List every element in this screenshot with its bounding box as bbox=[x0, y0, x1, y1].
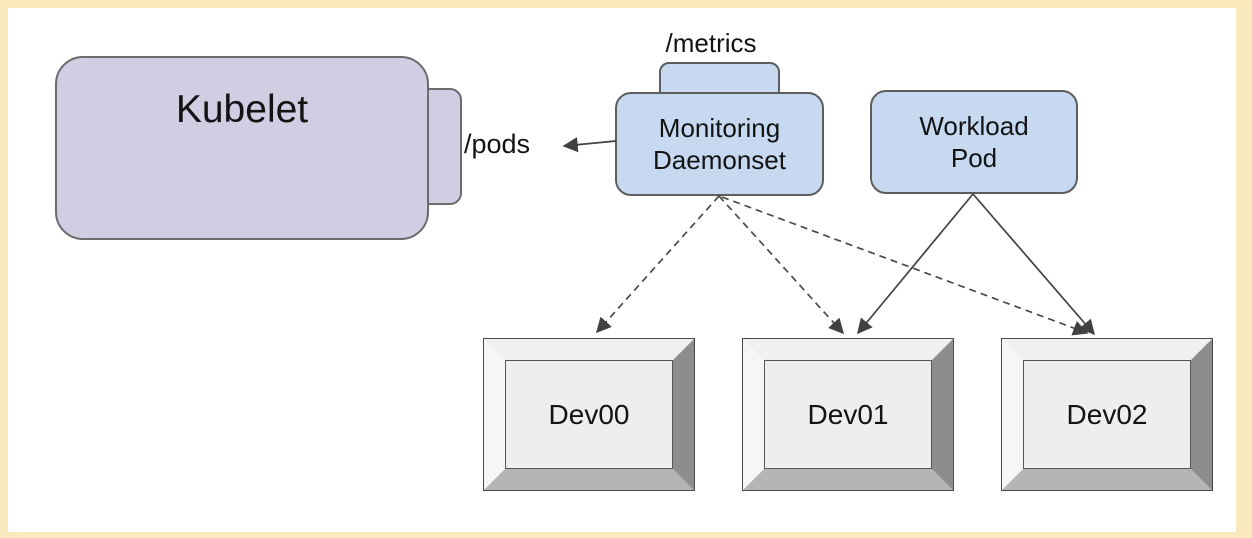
device-bevel: Dev00 bbox=[484, 339, 694, 490]
workload-pod-node: Workload Pod bbox=[870, 90, 1078, 194]
device-bevel: Dev02 bbox=[1002, 339, 1212, 490]
metrics-endpoint-label: /metrics bbox=[665, 28, 757, 58]
device-label-dev00: Dev00 bbox=[505, 360, 673, 469]
device-box-dev01: Dev01 bbox=[742, 338, 954, 491]
device-box-dev00: Dev00 bbox=[483, 338, 695, 491]
device-bevel: Dev01 bbox=[743, 339, 953, 490]
kubelet-label: Kubelet bbox=[175, 88, 309, 131]
kubelet-node: Kubelet bbox=[55, 56, 429, 240]
device-label-dev02: Dev02 bbox=[1023, 360, 1191, 469]
monitoring-daemonset-label: Monitoring Daemonset bbox=[653, 113, 786, 175]
device-label-dev01: Dev01 bbox=[764, 360, 932, 469]
monitoring-daemonset-node: Monitoring Daemonset bbox=[615, 92, 824, 196]
device-box-dev02: Dev02 bbox=[1001, 338, 1213, 491]
workload-pod-label: Workload Pod bbox=[919, 111, 1029, 173]
pods-endpoint-label: /pods bbox=[464, 129, 531, 159]
